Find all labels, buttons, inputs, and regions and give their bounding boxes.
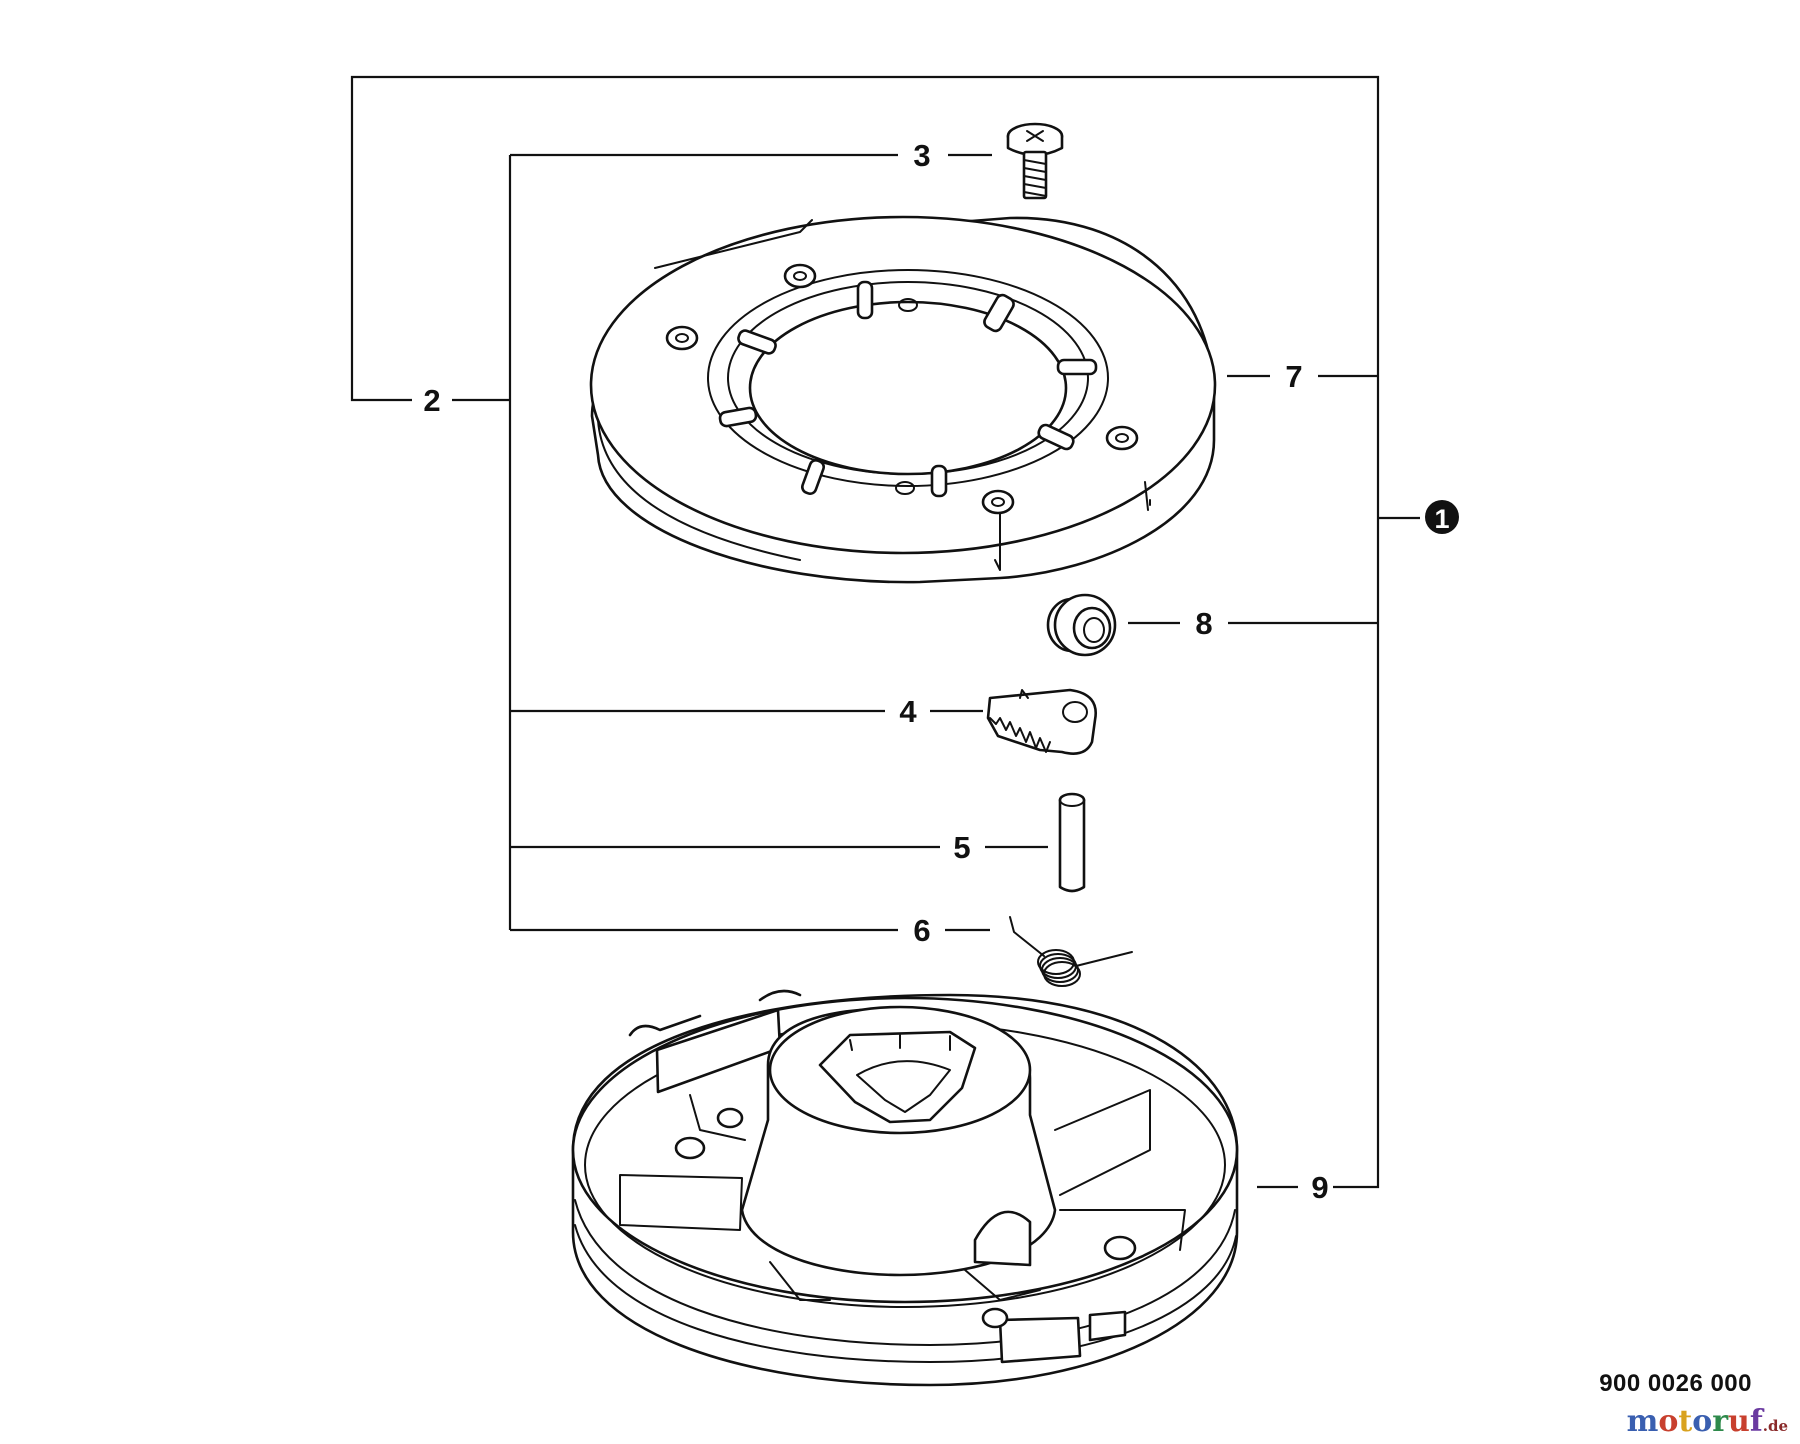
watermark-letter: o <box>1658 1404 1679 1439</box>
watermark-text: motoruf <box>1627 1404 1763 1439</box>
callout-5: 5 <box>953 830 970 865</box>
part-7-cover-plate <box>589 215 1217 584</box>
watermark-letter: m <box>1626 1404 1659 1439</box>
watermark-letter: u <box>1728 1404 1750 1439</box>
part-6-spring <box>1009 916 1133 987</box>
callout-4: 4 <box>899 694 917 729</box>
leader-lines <box>350 75 1420 1189</box>
watermark-logo: motoruf.de <box>1627 1404 1788 1439</box>
part-4-pawl <box>986 688 1097 755</box>
callout-1-badge <box>1425 500 1459 534</box>
part-number: 900 0026 000 <box>1599 1370 1752 1397</box>
watermark-domain: .de <box>1762 1417 1788 1435</box>
callout-3: 3 <box>913 138 930 173</box>
callout-1: 1 <box>1434 504 1449 534</box>
callout-6: 6 <box>913 913 930 948</box>
watermark-letter: f <box>1749 1404 1763 1439</box>
part-8-bushing <box>1046 593 1117 657</box>
callout-9: 9 <box>1311 1170 1328 1205</box>
callout-8: 8 <box>1195 606 1212 641</box>
callout-2: 2 <box>423 383 440 418</box>
watermark-letter: t <box>1678 1404 1693 1439</box>
part-5-pin <box>1058 792 1086 893</box>
callout-7: 7 <box>1285 359 1302 394</box>
watermark-letter: o <box>1692 1404 1713 1439</box>
watermark-letter: r <box>1712 1404 1729 1439</box>
part-9-spool-housing <box>571 989 1239 1387</box>
part-3-screw <box>1006 122 1064 200</box>
